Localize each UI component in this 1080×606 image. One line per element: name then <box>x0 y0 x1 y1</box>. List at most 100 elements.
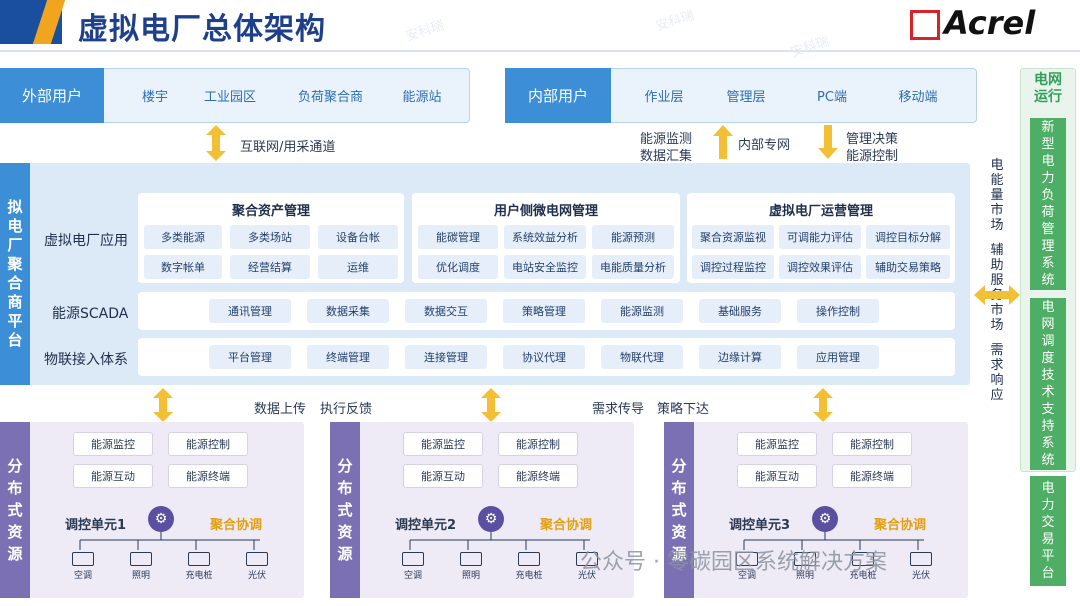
air-conditioner-icon <box>72 552 94 566</box>
monitor-label: 能源监测 <box>640 132 693 147</box>
resource-chip[interactable]: 能源控制 <box>832 432 912 456</box>
demand-response-label: 需求响应 <box>990 343 1004 403</box>
resource-chip[interactable]: 能源控制 <box>168 432 248 456</box>
external-users-label: 外部用户 <box>0 68 104 123</box>
card-title: 虚拟电厂运营管理 <box>768 204 873 219</box>
device: 光伏 <box>239 552 275 581</box>
resource-chip[interactable]: 能源监控 <box>403 432 483 456</box>
app-chip[interactable]: 辅助交易策略 <box>866 255 950 279</box>
demand-label: 需求传导 <box>592 402 645 417</box>
feedback-label: 执行反馈 <box>320 402 373 417</box>
grid-title: 电网运行 <box>1034 72 1062 105</box>
scada-chip[interactable]: 数据采集 <box>307 299 389 323</box>
app-chip[interactable]: 聚合资源监视 <box>692 225 774 249</box>
iot-chip[interactable]: 连接管理 <box>405 345 487 369</box>
external-user-item: 负荷聚合商 <box>297 90 363 105</box>
resource-chip[interactable]: 能源终端 <box>498 464 578 488</box>
app-chip[interactable]: 运维 <box>318 255 398 279</box>
internal-user-item: 管理层 <box>726 90 766 105</box>
device-label: 光伏 <box>911 571 930 581</box>
resource-chip[interactable]: 能源控制 <box>498 432 578 456</box>
scada-chip[interactable]: 通讯管理 <box>209 299 291 323</box>
control-unit-label: 调控单元3 <box>729 518 791 533</box>
internet-channel-label: 互联网/用采通道 <box>240 140 336 155</box>
device: 照明 <box>123 552 159 581</box>
energy-market-label: 电能量市场 <box>990 158 1004 233</box>
double-arrow-icon <box>813 388 833 422</box>
lighting-icon <box>130 552 152 566</box>
device: 照明 <box>787 552 823 581</box>
device-label: 光伏 <box>247 571 266 581</box>
scada-chip[interactable]: 基础服务 <box>699 299 781 323</box>
iot-chip[interactable]: 终端管理 <box>307 345 389 369</box>
grid-system-box: 电网调度技术支持系统 <box>1030 298 1066 470</box>
watermark: 安科瑞 <box>404 18 446 45</box>
device: 充电桩 <box>181 552 217 581</box>
app-chip[interactable]: 优化调度 <box>418 255 498 279</box>
internal-users-label: 内部用户 <box>505 68 611 123</box>
internal-user-item: PC端 <box>817 90 847 105</box>
iot-chip[interactable]: 平台管理 <box>209 345 291 369</box>
iot-chip[interactable]: 物联代理 <box>601 345 683 369</box>
solar-panel-icon <box>576 552 598 566</box>
distributed-label-text: 分布式资源 <box>337 457 353 563</box>
external-user-item: 工业园区 <box>203 90 256 105</box>
scada-row-label: 能源SCADA <box>52 306 129 322</box>
resource-chip[interactable]: 能源互动 <box>737 464 817 488</box>
device-label: 光伏 <box>577 571 596 581</box>
iot-chip[interactable]: 协议代理 <box>503 345 585 369</box>
app-chip[interactable]: 电能质量分析 <box>592 255 674 279</box>
scada-chip[interactable]: 能源监测 <box>601 299 683 323</box>
internal-user-item: 作业层 <box>644 90 684 105</box>
aggregation-label: 聚合协调 <box>210 518 263 533</box>
card-title: 聚合资产管理 <box>231 204 310 219</box>
app-chip[interactable]: 能源预测 <box>592 225 674 249</box>
gear-icon: ⚙ <box>478 506 504 532</box>
resource-chip[interactable]: 能源终端 <box>168 464 248 488</box>
resource-chip[interactable]: 能源监控 <box>73 432 153 456</box>
iot-chip[interactable]: 边缘计算 <box>699 345 781 369</box>
app-chip[interactable]: 调控效果评估 <box>779 255 861 279</box>
app-chip[interactable]: 能碳管理 <box>418 225 498 249</box>
lighting-icon <box>794 552 816 566</box>
resource-chip[interactable]: 能源互动 <box>403 464 483 488</box>
platform-title: 拟电厂聚合商平台 <box>0 163 30 385</box>
device-label: 充电桩 <box>185 571 213 581</box>
app-chip[interactable]: 多类场站 <box>230 225 310 249</box>
iot-row-label: 物联接入体系 <box>44 352 128 368</box>
app-chip[interactable]: 经营结算 <box>230 255 310 279</box>
connector-lines <box>79 532 260 550</box>
app-chip[interactable]: 设备台帐 <box>318 225 398 249</box>
distributed-label: 分布式资源 <box>330 422 360 598</box>
app-chip[interactable]: 调控过程监控 <box>692 255 774 279</box>
control-unit-label: 调控单元2 <box>395 518 457 533</box>
app-chip[interactable]: 数字帐单 <box>144 255 222 279</box>
bidirectional-arrow-icon <box>974 285 1020 305</box>
app-chip[interactable]: 可调能力评估 <box>779 225 861 249</box>
scada-chip[interactable]: 操作控制 <box>797 299 879 323</box>
app-chip[interactable]: 多类能源 <box>144 225 222 249</box>
resource-chip[interactable]: 能源互动 <box>73 464 153 488</box>
scada-chip[interactable]: 数据交互 <box>405 299 487 323</box>
watermark: 安科瑞 <box>789 34 831 61</box>
solar-panel-icon <box>910 552 932 566</box>
grid-system-box: 电力交易平台 <box>1030 476 1066 586</box>
acrel-logo-icon <box>910 10 940 40</box>
resource-chip[interactable]: 能源终端 <box>832 464 912 488</box>
charging-pile-icon <box>518 552 540 566</box>
app-chip[interactable]: 电站安全监控 <box>504 255 586 279</box>
acrel-logo: Acrel <box>944 4 1036 42</box>
device-label: 空调 <box>403 571 422 581</box>
connector-lines <box>409 532 590 550</box>
iot-chip[interactable]: 应用管理 <box>797 345 879 369</box>
external-user-item: 楼宇 <box>141 90 168 105</box>
card-title: 用户侧微电网管理 <box>493 204 598 219</box>
scada-chip[interactable]: 策略管理 <box>503 299 585 323</box>
external-user-item: 能源站 <box>402 90 442 105</box>
resource-chip[interactable]: 能源监控 <box>737 432 817 456</box>
app-chip[interactable]: 系统效益分析 <box>504 225 586 249</box>
app-chip[interactable]: 调控目标分解 <box>866 225 950 249</box>
decision-label: 管理决策 <box>846 132 899 147</box>
device: 空调 <box>729 552 765 581</box>
device: 照明 <box>453 552 489 581</box>
